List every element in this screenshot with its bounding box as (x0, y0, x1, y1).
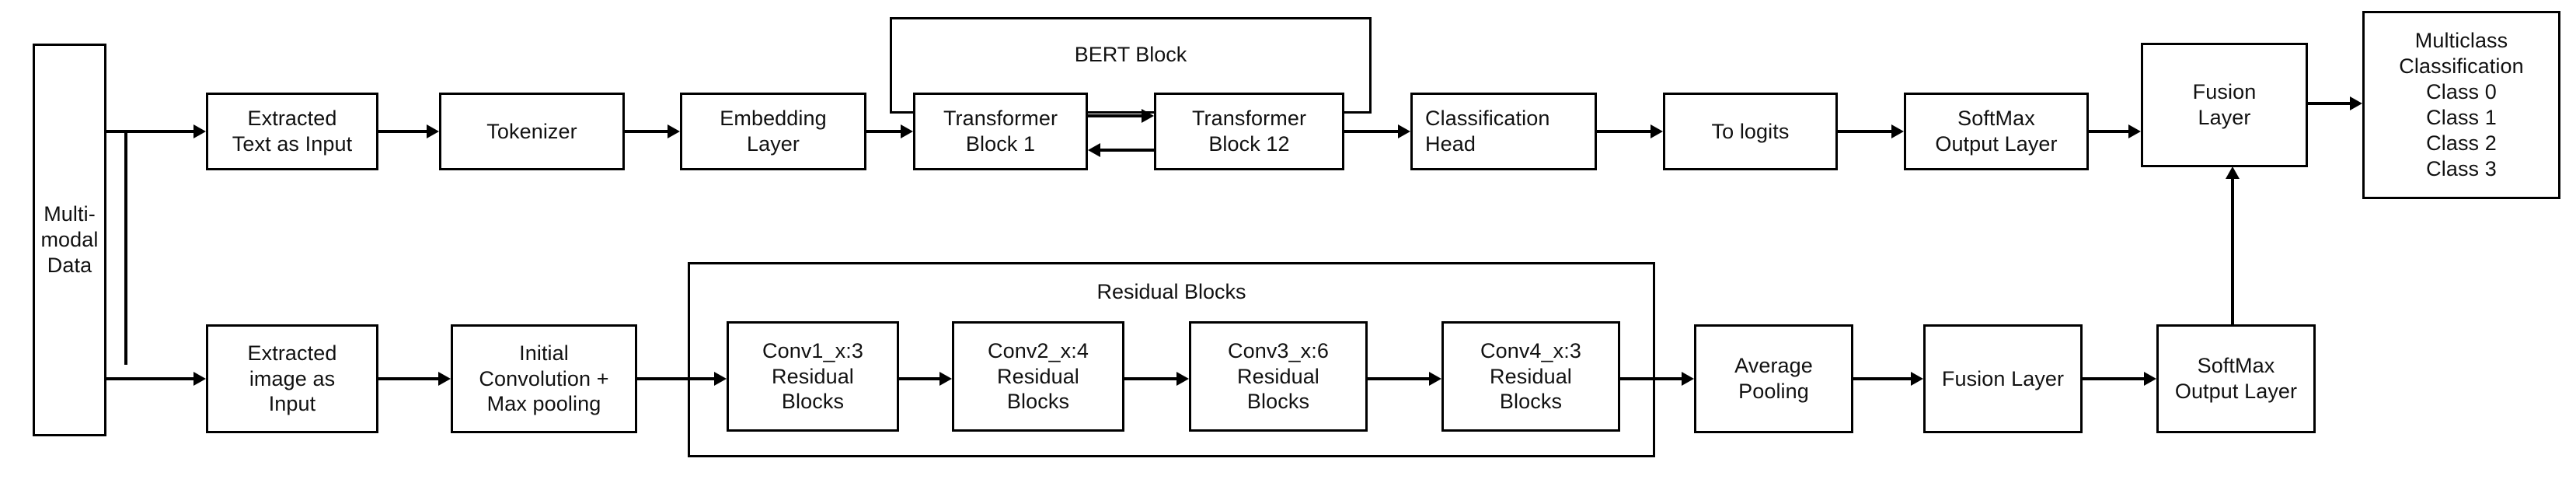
arrowhead-transformer12-to-classification-head (1398, 124, 1410, 138)
edge-average-pooling-to-fusion-bottom (1853, 377, 1911, 380)
edge-softmax-bottom-to-fusion-top (2231, 179, 2234, 327)
edge-fusion-top-to-multiclass (2308, 102, 2350, 105)
edge-softmax-top-to-fusion-top (2089, 130, 2128, 133)
arrowhead-fusion-bottom-to-softmax-bottom (2144, 372, 2156, 386)
arrowhead-text-to-tokenizer (427, 124, 439, 138)
node-to-logits[interactable]: To logits (1663, 93, 1838, 170)
edge-conv3-to-conv4 (1368, 377, 1429, 380)
residual-blocks-label: Residual Blocks (1096, 280, 1246, 303)
node-fusion-layer-top[interactable]: Fusion Layer (2141, 43, 2308, 167)
node-conv1-x[interactable]: Conv1_x:3 Residual Blocks (727, 321, 899, 432)
edge-image-to-initial-conv (378, 377, 438, 380)
residual-blocks-group (688, 262, 1655, 457)
node-conv3-x[interactable]: Conv3_x:6 Residual Blocks (1189, 321, 1368, 432)
arrowhead-tokenizer-to-embedding (668, 124, 680, 138)
arrowhead-average-pooling-to-fusion-bottom (1911, 372, 1923, 386)
node-embedding-layer[interactable]: Embedding Layer (680, 93, 866, 170)
node-transformer-block-1[interactable]: Transformer Block 1 (913, 93, 1088, 170)
edge-transformer12-to-transformer1 (1100, 149, 1154, 152)
edge-initial-conv-to-conv1 (637, 377, 714, 380)
edge-conv1-to-conv2 (899, 377, 939, 380)
edge-data-stub-lower (106, 377, 127, 380)
node-initial-convolution[interactable]: Initial Convolution + Max pooling (451, 324, 637, 433)
node-extracted-text[interactable]: Extracted Text as Input (206, 93, 378, 170)
arrowhead-transformer12-to-transformer1 (1088, 143, 1100, 157)
node-multimodal-data[interactable]: Multi- modal Data (33, 44, 106, 436)
node-tokenizer[interactable]: Tokenizer (439, 93, 625, 170)
node-classification-head[interactable]: Classification Head (1410, 93, 1597, 170)
arrowhead-transformer1-to-transformer12 (1142, 109, 1154, 123)
node-average-pooling[interactable]: Average Pooling (1694, 324, 1853, 433)
bert-block-group (890, 17, 1372, 114)
node-transformer-block-12[interactable]: Transformer Block 12 (1154, 93, 1344, 170)
node-softmax-output-top[interactable]: SoftMax Output Layer (1904, 93, 2089, 170)
edge-logits-to-softmax-top (1838, 130, 1891, 133)
node-fusion-layer-bottom[interactable]: Fusion Layer (1923, 324, 2083, 433)
node-multiclass-classification[interactable]: Multiclass Classification Class 0 Class … (2362, 11, 2560, 199)
edge-transformer12-to-classification-head (1344, 130, 1398, 133)
arrowhead-conv2-to-conv3 (1176, 372, 1189, 386)
arrowhead-classification-head-to-logits (1651, 124, 1663, 138)
arrowhead-data-to-text (193, 124, 206, 138)
edge-data-branch-vertical (124, 131, 127, 365)
arrowhead-embedding-to-transformer1 (901, 124, 913, 138)
arrowhead-softmax-top-to-fusion-top (2128, 124, 2141, 138)
edge-tokenizer-to-embedding (625, 130, 668, 133)
edge-embedding-to-transformer1 (866, 130, 901, 133)
edge-data-stub (106, 130, 127, 133)
arrowhead-conv4-to-average-pooling (1682, 372, 1694, 386)
arrowhead-fusion-top-to-multiclass (2350, 96, 2362, 110)
arrowhead-data-to-image (193, 372, 206, 386)
arrowhead-logits-to-softmax-top (1891, 124, 1904, 138)
edge-conv2-to-conv3 (1124, 377, 1176, 380)
edge-text-to-tokenizer (378, 130, 427, 133)
bert-block-label: BERT Block (1074, 43, 1187, 66)
arrowhead-initial-conv-to-conv1 (714, 372, 727, 386)
node-extracted-image[interactable]: Extracted image as Input (206, 324, 378, 433)
edge-fusion-bottom-to-softmax-bottom (2083, 377, 2144, 380)
edge-conv4-to-average-pooling (1620, 377, 1682, 380)
arrowhead-conv1-to-conv2 (939, 372, 952, 386)
arrowhead-conv3-to-conv4 (1429, 372, 1441, 386)
node-softmax-output-bottom[interactable]: SoftMax Output Layer (2156, 324, 2316, 433)
edge-classification-head-to-logits (1597, 130, 1651, 133)
edge-data-to-image (106, 377, 200, 380)
edge-transformer1-to-transformer12 (1088, 114, 1142, 117)
arrowhead-image-to-initial-conv (438, 372, 451, 386)
node-conv4-x[interactable]: Conv4_x:3 Residual Blocks (1441, 321, 1620, 432)
arrowhead-softmax-bottom-to-fusion-top (2226, 166, 2240, 179)
node-conv2-x[interactable]: Conv2_x:4 Residual Blocks (952, 321, 1124, 432)
edge-data-to-text (106, 130, 200, 133)
